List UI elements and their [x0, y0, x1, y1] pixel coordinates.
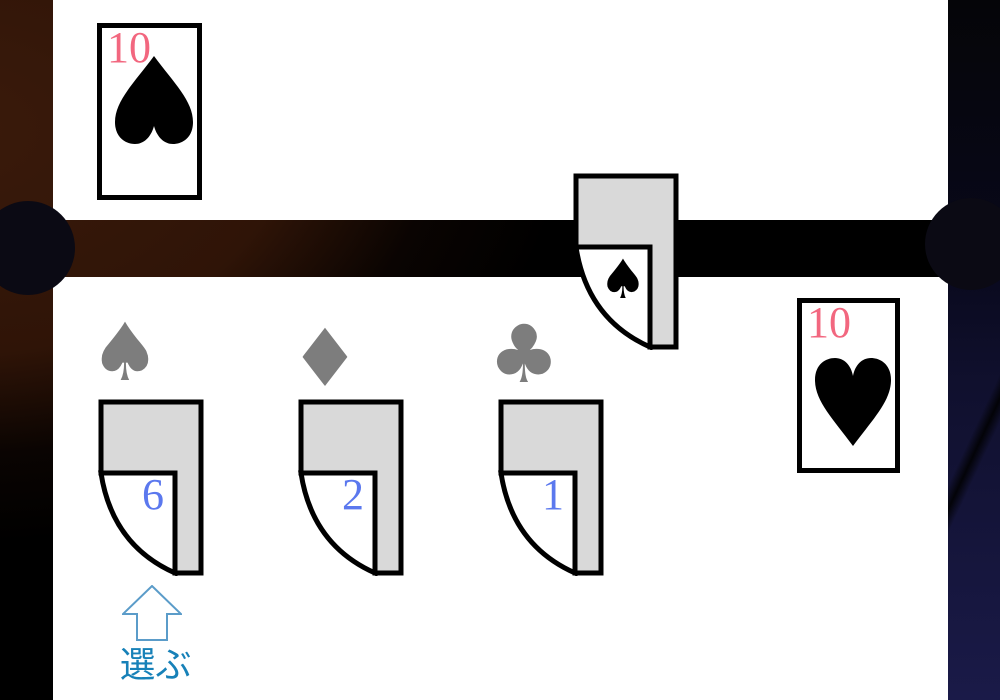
card-10-hearts: 10 — [797, 298, 900, 473]
folded-card-back — [98, 399, 204, 576]
top-panel — [53, 0, 948, 220]
folded-card-back — [498, 399, 604, 576]
deck-card: ♠ — [573, 173, 679, 350]
up-arrow-icon — [122, 585, 182, 641]
left-knob — [0, 201, 75, 295]
card-rank: 10 — [807, 298, 851, 347]
background-navy-stripe — [946, 0, 1000, 700]
right-knob — [925, 198, 1000, 290]
spade-icon: ♠ — [598, 248, 648, 311]
card-rank: 10 — [107, 23, 151, 72]
heart-icon — [815, 358, 891, 446]
choice-card-diamonds[interactable]: 2 — [298, 399, 404, 576]
spade-icon — [115, 56, 193, 144]
club-icon: ♣ — [488, 308, 560, 401]
choice-card-spades[interactable]: 6 — [98, 399, 204, 576]
card-10-spades: 10 — [97, 23, 202, 200]
choice-count: 1 — [542, 470, 564, 519]
select-label: 選ぶ — [119, 645, 192, 685]
spade-icon: ♠ — [89, 306, 161, 399]
choice-count: 2 — [342, 470, 364, 519]
choice-count: 6 — [142, 470, 164, 519]
folded-card-back — [573, 173, 679, 350]
diamond-icon: ♦ — [289, 312, 361, 405]
folded-card-back — [298, 399, 404, 576]
choice-card-clubs[interactable]: 1 — [498, 399, 604, 576]
